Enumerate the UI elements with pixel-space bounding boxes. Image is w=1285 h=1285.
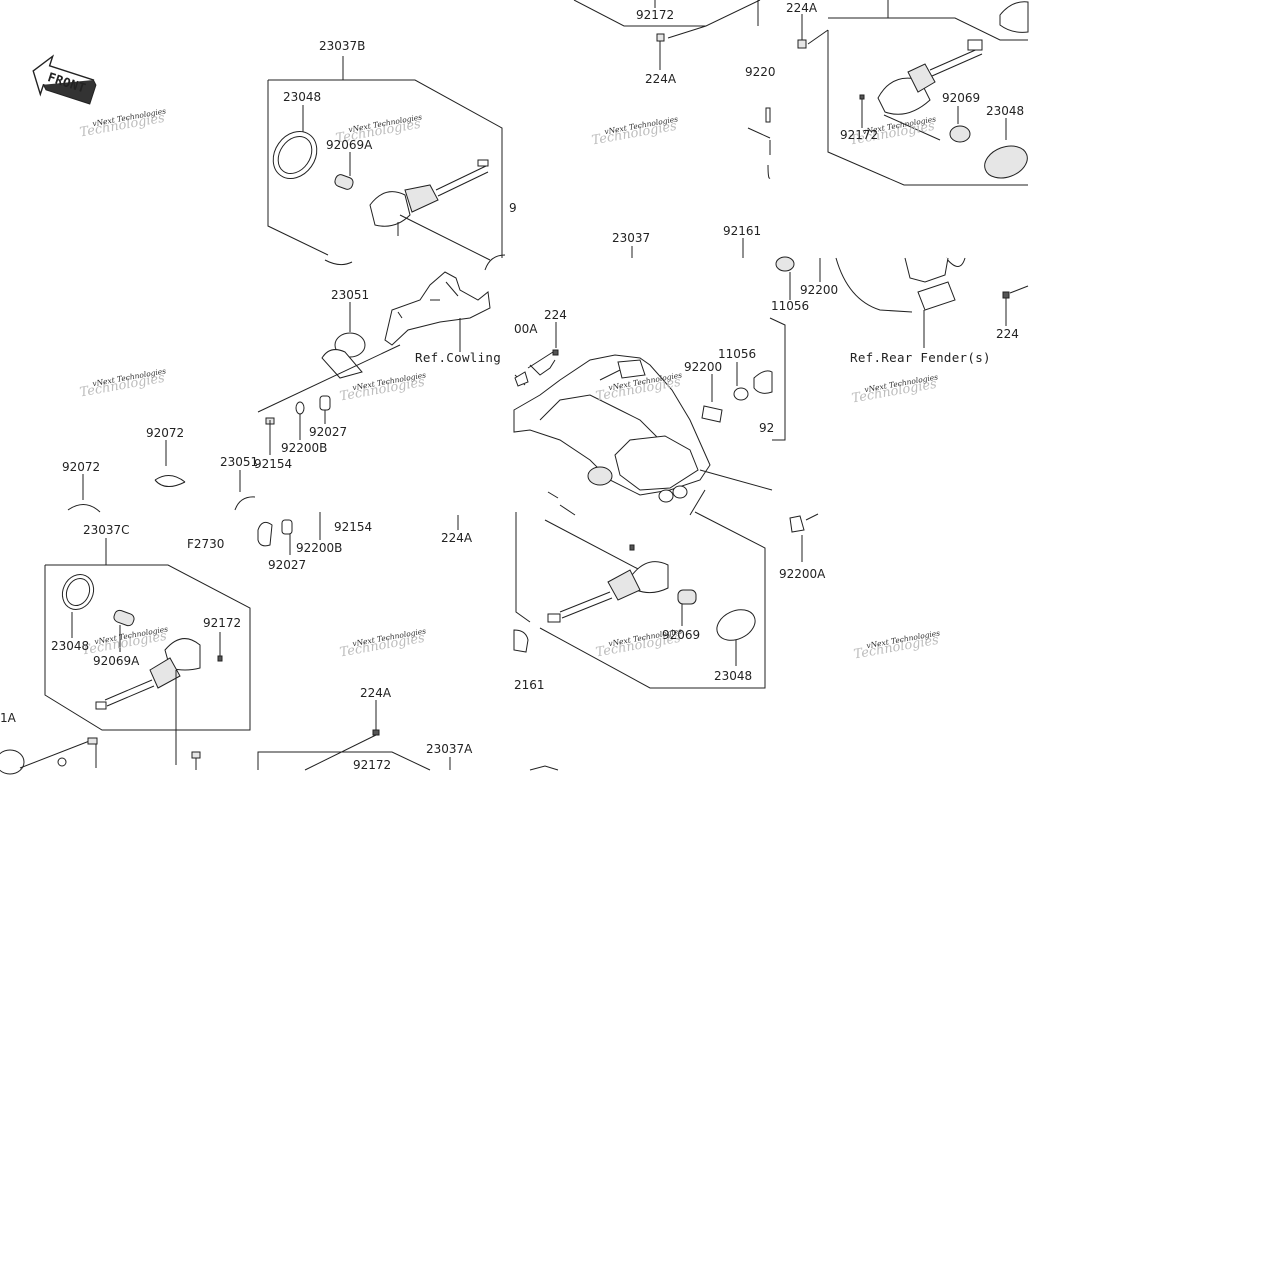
- callout-92172: 92172: [840, 128, 878, 142]
- callout-92161: 92161: [723, 224, 761, 238]
- callout-224: 224: [996, 327, 1019, 341]
- callout-cut: 92: [759, 421, 774, 435]
- callout-11056: 11056: [771, 299, 809, 313]
- callout-92200B: 92200B: [281, 441, 327, 455]
- callout-23037: 23037: [612, 231, 650, 245]
- callout-23048: 23048: [51, 639, 89, 653]
- callout-92027: 92027: [268, 558, 306, 572]
- callout-224A: 224A: [441, 531, 473, 545]
- hardware-lower-left: [257, 512, 459, 555]
- figure-code: F2730: [187, 537, 224, 551]
- mount-23051-a: [257, 302, 401, 455]
- callout-11056: 11056: [718, 347, 756, 361]
- callout-92027: 92027: [309, 425, 347, 439]
- callout-92072: 92072: [62, 460, 100, 474]
- callout-92200A: 92200A: [779, 567, 826, 581]
- rear-fender-ref: [835, 257, 1029, 348]
- front-arrow-icon: FRONT: [32, 54, 97, 105]
- callout-92172: 92172: [636, 8, 674, 22]
- callout-23037C: 23037C: [83, 523, 130, 537]
- callout-92069A: 92069A: [93, 654, 140, 668]
- callout-92154: 92154: [334, 520, 372, 534]
- assembly-top-right: [797, 0, 1029, 186]
- assembly-23037B: [267, 56, 503, 266]
- bracket-ref-cowling: [384, 254, 506, 352]
- callout-92172: 92172: [353, 758, 391, 772]
- callout-224A: 224A: [360, 686, 392, 700]
- callout-92200: 92200: [800, 283, 838, 297]
- callout-92069A: 92069A: [326, 138, 373, 152]
- callout-23048: 23048: [714, 669, 752, 683]
- callout-224A: 224A: [786, 1, 818, 15]
- callout-92072: 92072: [146, 426, 184, 440]
- callout-1A: 1A: [0, 711, 17, 725]
- callout-224A: 224A: [645, 72, 677, 86]
- hardware-bottom-left: [0, 737, 201, 775]
- ref-rear-fender: Ref.Rear Fender(s): [850, 350, 991, 365]
- top-center-hardware: [573, 0, 771, 179]
- callout-92200: 92200: [684, 360, 722, 374]
- callout-cut: 00A: [514, 322, 538, 336]
- callout-92069: 92069: [942, 91, 980, 105]
- assembly-23037A-partial: [257, 700, 559, 771]
- callout-labels: 23037B 23048 92069A 9 23051 Ref.Cowling …: [0, 1, 1024, 772]
- assembly-23037C: [44, 538, 251, 765]
- callout-92069: 92069: [662, 628, 700, 642]
- callout-cut: 9220: [745, 65, 776, 79]
- callout-cut: 9: [509, 201, 517, 215]
- callout-92200B: 92200B: [296, 541, 342, 555]
- callout-92172: 92172: [203, 616, 241, 630]
- callout-92154: 92154: [254, 457, 292, 471]
- callout-23051: 23051: [220, 455, 258, 469]
- center-cowling: [513, 238, 821, 516]
- callout-23037A: 23037A: [426, 742, 473, 756]
- callout-23048: 23048: [283, 90, 321, 104]
- assembly-bottom-right: [513, 511, 819, 689]
- ref-cowling: Ref.Cowling: [415, 350, 501, 365]
- callout-cut: 2161: [514, 678, 545, 692]
- callout-224: 224: [544, 308, 567, 322]
- callout-23051: 23051: [331, 288, 369, 302]
- callout-23048: 23048: [986, 104, 1024, 118]
- callout-23037B: 23037B: [319, 39, 365, 53]
- clamps-92072: [67, 440, 256, 513]
